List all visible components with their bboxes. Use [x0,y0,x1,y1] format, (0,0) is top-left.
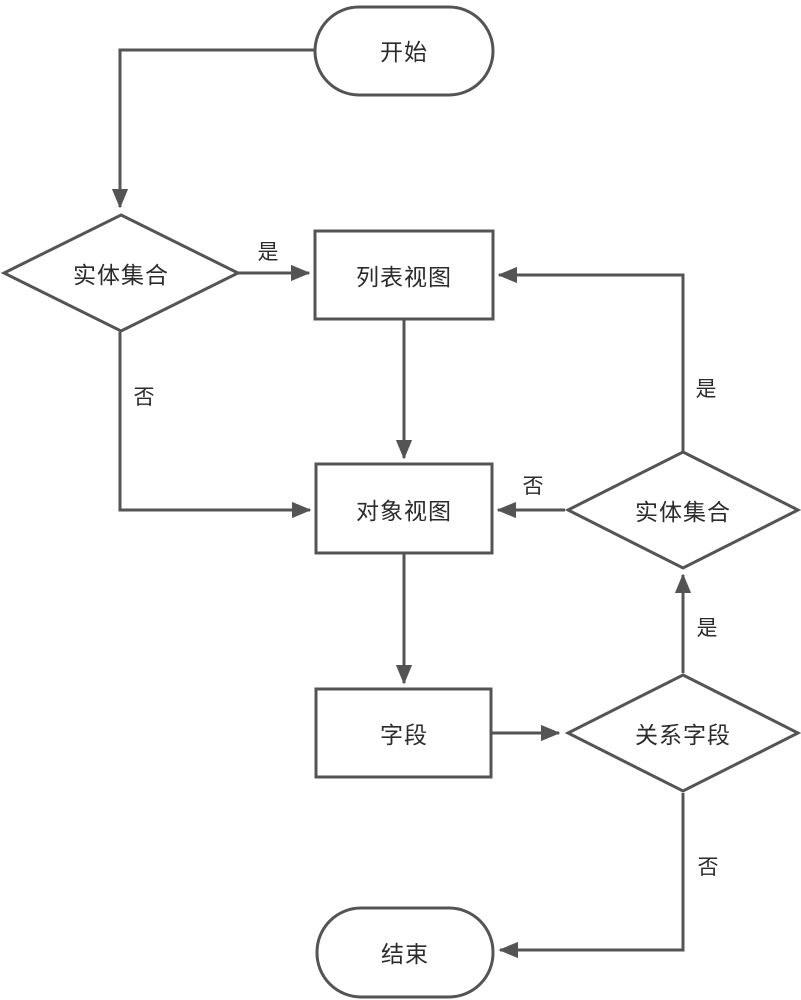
start-node-label: 开始 [380,39,428,65]
entity-left-decision-label: 实体集合 [73,262,169,288]
edge-label-right-up-yes: 是 [695,378,717,401]
edge-label-left-no: 否 [133,386,155,409]
edge-entity-right-yes-to-list-view [497,266,685,451]
end-node-shape [315,906,495,999]
relation-decision-label: 关系字段 [635,722,731,748]
edge-start-to-entity-left [111,48,315,209]
object-view-node-label: 对象视图 [356,498,452,524]
edge-label-relation-yes: 是 [696,617,718,640]
edge-label-relation-no: 否 [697,856,719,879]
edge-relation-no-to-end [498,793,685,959]
list-view-node-shape [313,229,495,321]
entity-left-decision-shape [0,213,242,333]
edge-entity-left-no-to-object-view [118,332,312,519]
edge-label-right-no: 否 [522,475,544,498]
end-node-label: 结束 [381,941,429,967]
field-node-shape [314,687,493,779]
entity-right-decision-label: 实体集合 [635,499,731,525]
field-node-label: 字段 [380,722,428,748]
start-node-shape [313,5,495,97]
edge-label-left-yes: 是 [257,241,279,264]
relation-decision-shape [564,673,801,793]
list-view-node-label: 列表视图 [356,264,452,290]
entity-right-decision-shape [564,450,801,570]
object-view-node-shape [314,462,494,555]
